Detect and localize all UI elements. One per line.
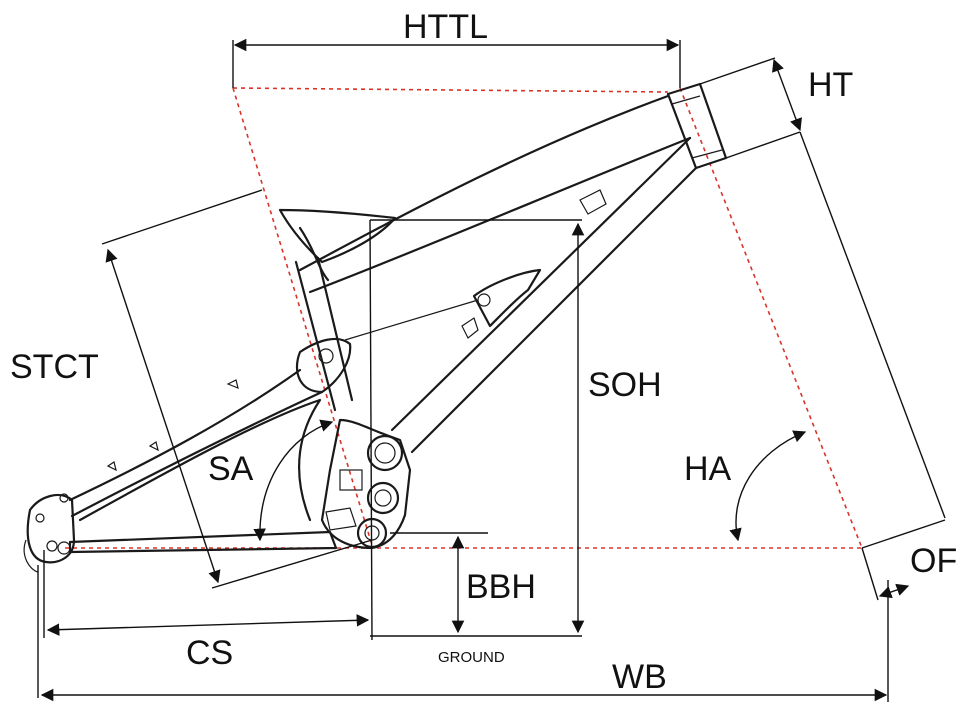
cable-guide-1	[579, 189, 607, 215]
dimension-lines	[37, 38, 946, 702]
ht-dimension	[772, 58, 802, 132]
labels: HTTL HT STCT SOH SA HA OF BBH CS GROUND …	[10, 8, 957, 696]
cable-guide-2	[461, 317, 479, 339]
lower-pivot-inner	[374, 489, 392, 507]
top-reference-line	[232, 87, 669, 93]
rear-dropout	[26, 493, 76, 564]
bb-plate	[339, 469, 363, 491]
shock-bolt	[477, 293, 491, 307]
label-ht: HT	[808, 66, 853, 104]
ht-ext-top	[699, 57, 776, 85]
rear-axle-bolt	[46, 540, 58, 552]
rocker-link	[295, 337, 352, 394]
steering-axis-line	[679, 87, 863, 549]
seat-cluster	[278, 208, 397, 264]
dropout-bolt-1	[35, 513, 45, 523]
steerer-ext	[799, 131, 946, 519]
label-sa: SA	[208, 450, 254, 488]
label-ha: HA	[684, 450, 732, 488]
shock-line	[344, 299, 479, 341]
seat-tube	[294, 256, 354, 412]
stct-ext-bottom	[211, 539, 373, 589]
head-tube-ring-bottom	[691, 149, 723, 159]
seat-stay	[68, 368, 324, 518]
head-tube-ring-top	[671, 95, 701, 105]
ht-ext-bottom	[725, 131, 801, 159]
label-bbh: BBH	[466, 568, 536, 606]
derailleur-hanger	[23, 539, 39, 573]
bb-shell	[320, 418, 412, 550]
seat-axis-line	[232, 87, 373, 546]
chainstay-upper	[78, 398, 322, 522]
stct-ext-top	[101, 189, 263, 245]
of-ext-2	[861, 547, 879, 601]
main-pivot	[366, 434, 404, 472]
seat-cluster-inner	[298, 226, 330, 282]
stct-dimension	[105, 248, 221, 584]
lower-pivot	[366, 481, 400, 515]
label-of: OF	[910, 542, 957, 580]
label-ground: GROUND	[438, 649, 505, 666]
down-tube	[390, 136, 698, 454]
label-httl: HTTL	[403, 8, 488, 46]
dropout-bolt-2	[59, 493, 69, 503]
rear-axle	[57, 541, 71, 555]
label-soh: SOH	[588, 366, 662, 404]
shock-mount	[472, 268, 542, 328]
label-cs: CS	[186, 634, 233, 672]
of-dimension	[878, 583, 910, 599]
bike-frame	[23, 82, 728, 573]
label-wb: WB	[612, 658, 667, 696]
sa-arc	[253, 419, 334, 542]
chainguide-mount	[325, 507, 357, 531]
of-ext-1	[861, 519, 946, 549]
main-pivot-inner	[374, 442, 396, 464]
rocker-pivot	[318, 348, 334, 364]
ha-arc	[729, 430, 807, 542]
top-tube	[298, 94, 692, 294]
cs-dimension	[46, 614, 370, 636]
construction-lines	[65, 87, 863, 549]
bb-vertical	[369, 219, 373, 641]
label-stct: STCT	[10, 348, 99, 386]
